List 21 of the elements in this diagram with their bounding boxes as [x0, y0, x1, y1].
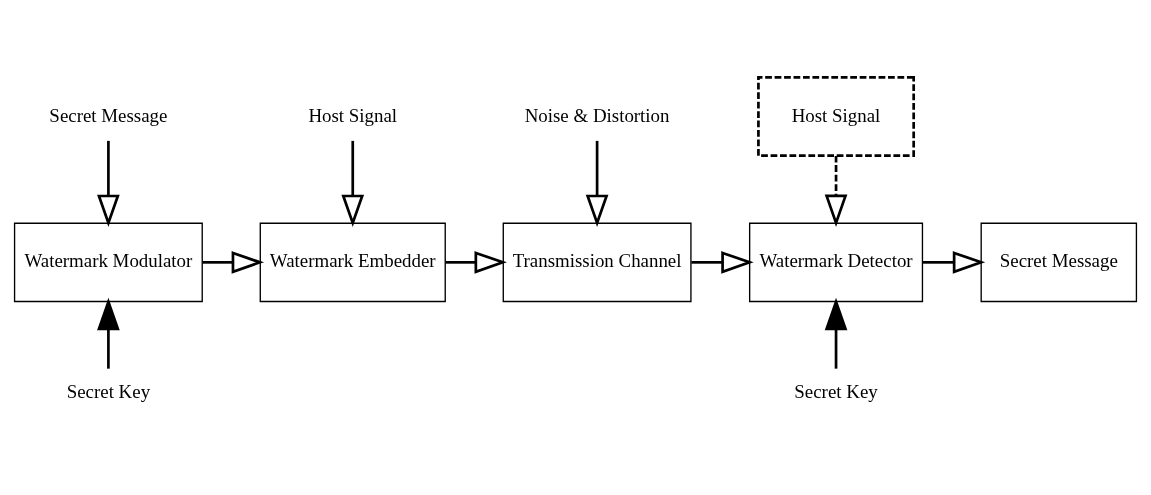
node-text: Secret Key	[794, 381, 878, 403]
arrow	[202, 251, 265, 274]
node-box: Watermark Modulator	[13, 222, 203, 303]
node-text: Host Signal	[308, 104, 398, 126]
node-box: Host Signal	[757, 76, 916, 158]
node-text: Secret Message	[49, 104, 168, 126]
arrow	[97, 297, 120, 369]
arrow	[691, 251, 754, 274]
node-box: Secret Message	[980, 222, 1138, 303]
arrow	[824, 297, 848, 369]
arrow	[824, 155, 848, 227]
arrow	[585, 140, 609, 228]
node-text: Noise & Distortion	[524, 104, 670, 126]
arrow	[445, 251, 507, 274]
node-box: Transmission Channel	[502, 222, 692, 303]
node-box: Watermark Embedder	[259, 222, 446, 303]
node-box: Watermark Detector	[748, 222, 924, 303]
arrow	[922, 251, 986, 274]
arrow	[97, 140, 120, 228]
node-text: Secret Key	[66, 381, 151, 403]
arrow	[341, 140, 365, 228]
